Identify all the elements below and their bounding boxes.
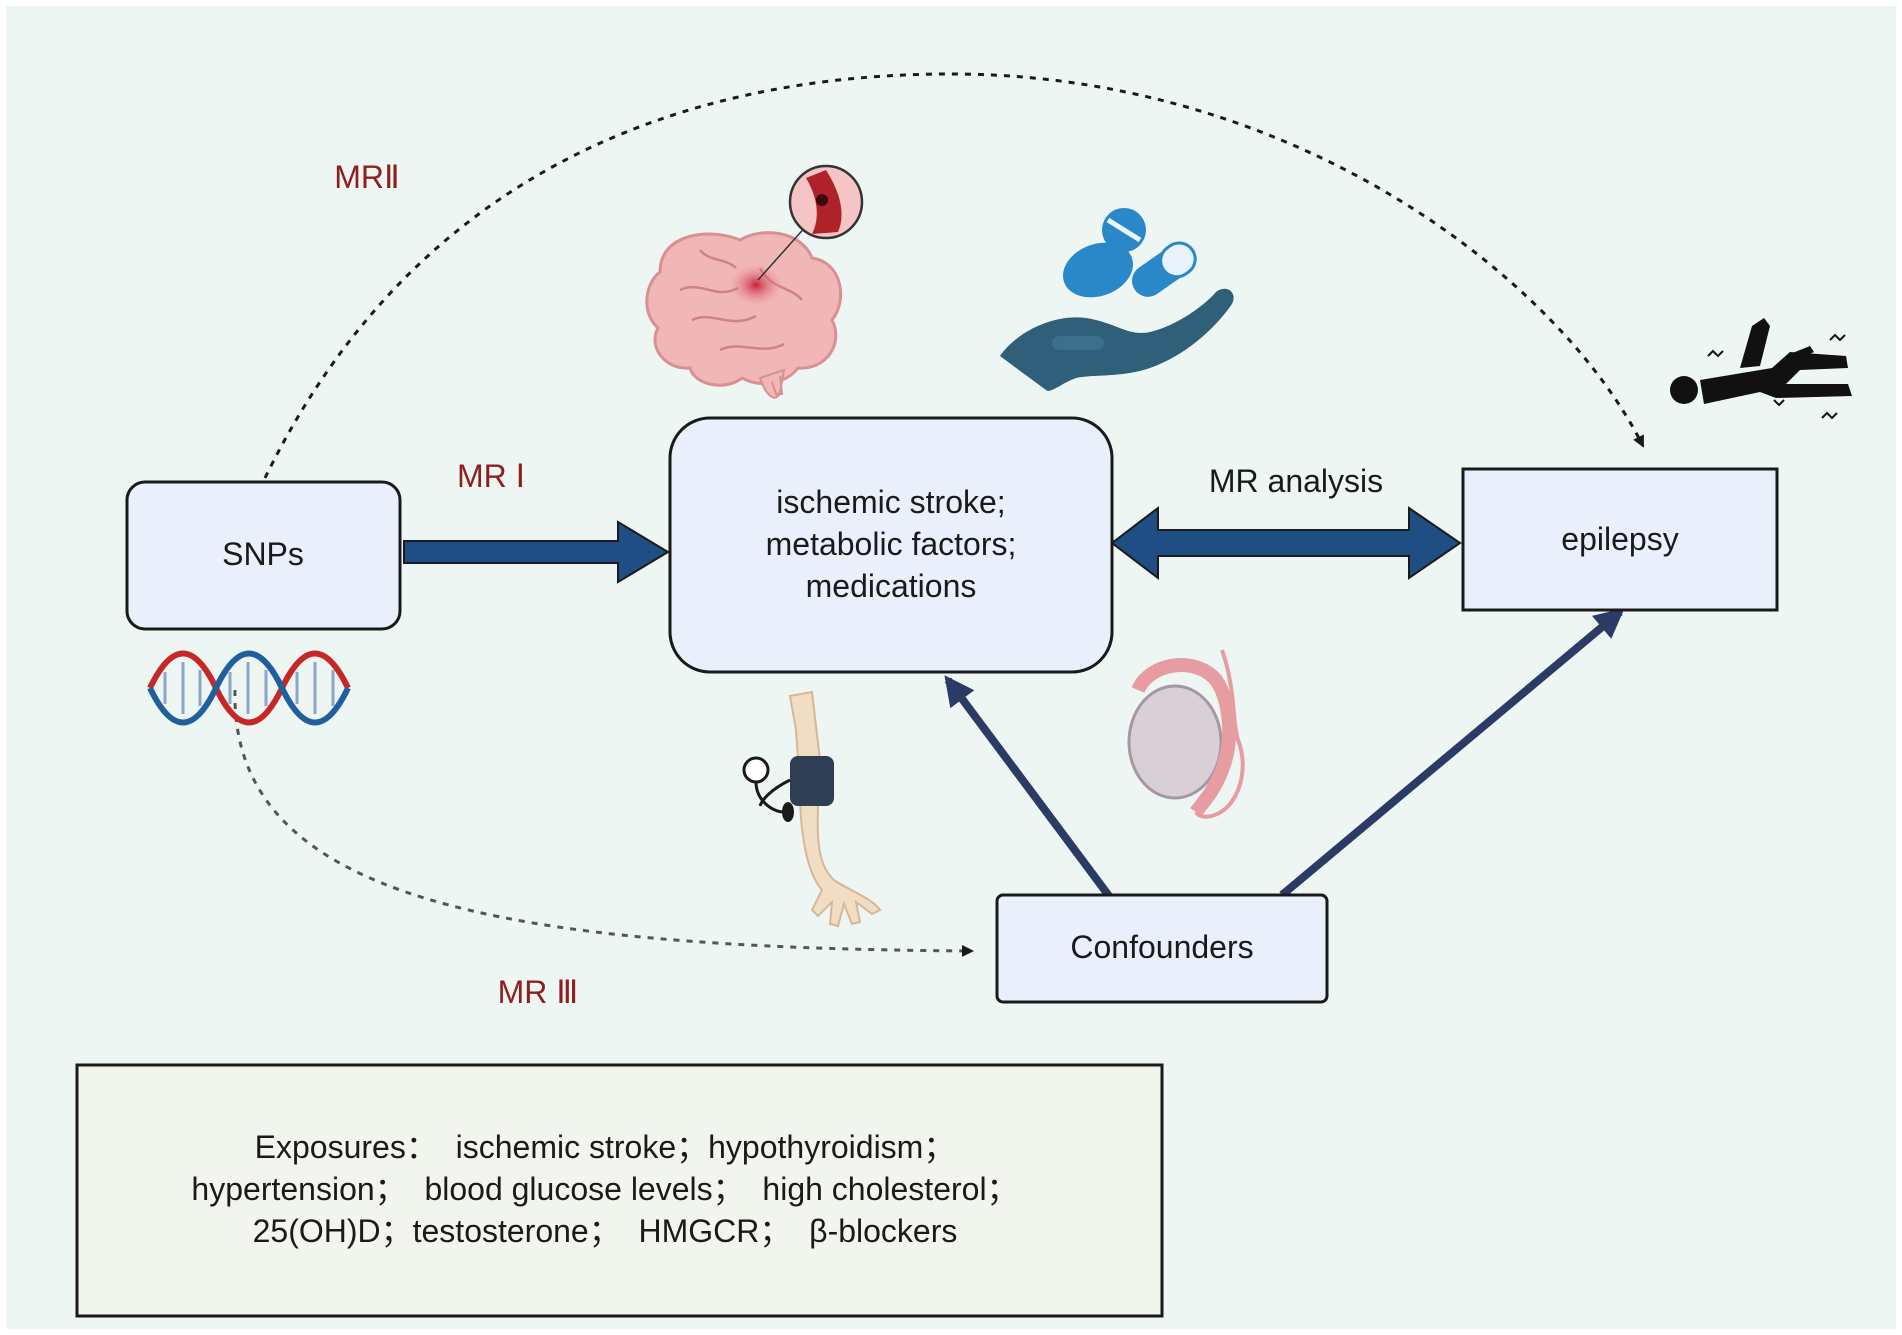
exposures-summary-box — [75, 1063, 1164, 1318]
brain-stroke-icon — [645, 164, 864, 399]
mr1-arrow — [403, 520, 670, 584]
exposures-summary-line3: 25(OH)D；testosterone； HMGCR； β-blockers — [253, 1213, 958, 1249]
mr-analysis-label: MR analysis — [1209, 463, 1383, 499]
epilepsy-label: epilepsy — [1561, 521, 1678, 557]
confounder-to-exposure-arrow — [944, 675, 1116, 903]
epilepsy-box — [1461, 467, 1779, 612]
exposure-label-line2: metabolic factors; — [766, 526, 1017, 562]
exposures-summary-line2: hypertension； blood glucose levels； high… — [191, 1171, 1018, 1207]
seizure-person-icon — [1670, 318, 1852, 420]
mr2-label: MRⅡ — [334, 159, 400, 195]
exposure-label-line1: ischemic stroke; — [776, 484, 1005, 520]
pills-hand-icon — [1000, 208, 1234, 391]
snps-box — [125, 480, 402, 631]
exposures-summary-line1: Exposures： ischemic stroke；hypothyroidis… — [255, 1129, 956, 1165]
mr3-label: MR Ⅲ — [498, 974, 579, 1010]
exposure-box — [668, 416, 1114, 674]
mr2-dotted-arrow — [263, 72, 1645, 479]
mr-analysis-double-arrow — [1110, 505, 1462, 581]
mr3-dotted-arrow — [233, 689, 974, 957]
blood-pressure-arm-icon — [742, 690, 882, 928]
confounders-box — [995, 893, 1329, 1004]
confounders-label: Confounders — [1070, 929, 1253, 965]
exposure-label-line3: medications — [806, 568, 977, 604]
snps-label: SNPs — [222, 536, 304, 572]
mr1-label: MR Ⅰ — [457, 458, 525, 494]
testis-icon — [1127, 649, 1245, 819]
confounder-to-epilepsy-arrow — [1279, 608, 1625, 899]
dna-icon — [147, 650, 351, 726]
